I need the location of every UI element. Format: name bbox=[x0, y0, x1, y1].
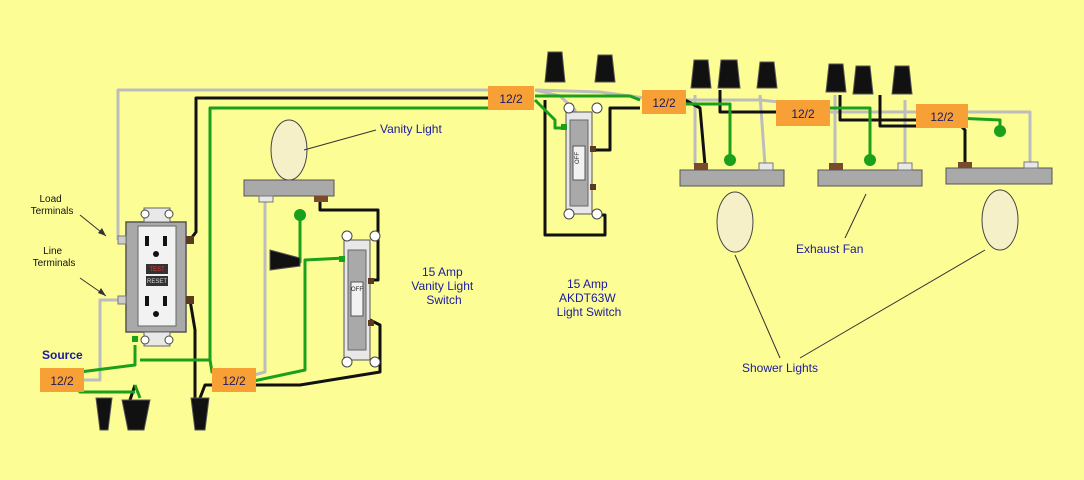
cable-tag: 12/2 bbox=[916, 104, 968, 128]
cable-tag: 12/2 bbox=[212, 368, 256, 392]
svg-text:12/2: 12/2 bbox=[50, 374, 74, 388]
akdt63w-switch-label: 15 Amp AKDT63W Light Switch bbox=[557, 277, 622, 319]
gfci-test-label: TEST bbox=[149, 267, 165, 273]
shower-light-fixture bbox=[679, 154, 785, 253]
wire-layer bbox=[73, 88, 1032, 401]
cable-tag: 12/2 bbox=[40, 368, 84, 392]
cable-tags: 12/2 12/2 12/2 12/2 12/2 12/2 bbox=[40, 86, 968, 392]
cable-tag: 12/2 bbox=[776, 100, 830, 126]
svg-text:12/2: 12/2 bbox=[499, 92, 523, 106]
source-label: Source bbox=[42, 348, 83, 362]
wire-nut bbox=[269, 249, 301, 271]
wire-nut bbox=[756, 61, 778, 89]
wire-nut bbox=[594, 54, 616, 83]
cable-tag: 12/2 bbox=[488, 86, 534, 110]
gfci-reset-label: RESET bbox=[147, 279, 167, 285]
wire-nut bbox=[852, 65, 874, 95]
exhaust-fan-label: Exhaust Fan bbox=[796, 242, 863, 256]
svg-text:12/2: 12/2 bbox=[791, 107, 815, 121]
wire-nut bbox=[825, 63, 847, 93]
green-wires bbox=[73, 94, 1002, 399]
line-terminals-label: Line Terminals bbox=[33, 246, 76, 269]
vanity-light-label: Vanity Light bbox=[380, 122, 442, 136]
vanity-switch-toggle-label: OFF bbox=[351, 287, 363, 293]
wire-nut bbox=[190, 397, 210, 431]
wire-nut bbox=[95, 397, 113, 431]
akdt63w-toggle-label: OFF bbox=[575, 152, 581, 164]
gfci-reset-button bbox=[146, 276, 168, 286]
cable-tag: 12/2 bbox=[642, 90, 686, 114]
gfci-test-button bbox=[146, 264, 168, 274]
labels: Load Terminals Line Terminals Source Van… bbox=[31, 122, 864, 375]
akdt63w-light-switch: OFF bbox=[561, 102, 603, 220]
svg-text:12/2: 12/2 bbox=[222, 374, 246, 388]
vanity-switch-label: 15 Amp Vanity Light Switch bbox=[411, 265, 476, 307]
shower-light-fixture bbox=[945, 125, 1053, 251]
wire-nuts bbox=[95, 51, 913, 431]
shower-lights-label: Shower Lights bbox=[742, 361, 818, 375]
wire-nut bbox=[891, 65, 913, 95]
black-wires bbox=[128, 90, 967, 401]
load-terminals-label: Load Terminals bbox=[31, 194, 74, 217]
svg-text:12/2: 12/2 bbox=[930, 110, 954, 124]
svg-text:12/2: 12/2 bbox=[652, 96, 676, 110]
wire-nut bbox=[717, 59, 741, 89]
leader-lines bbox=[79, 129, 986, 359]
gfci-receptacle: TEST RESET bbox=[117, 207, 194, 347]
wire-nut bbox=[544, 51, 566, 83]
exhaust-fan-fixture bbox=[817, 154, 923, 187]
vanity-light-fixture bbox=[243, 119, 335, 221]
arrow-heads bbox=[98, 228, 106, 296]
wire-nut bbox=[121, 399, 151, 431]
wire-nut bbox=[690, 59, 712, 89]
vanity-light-switch: OFF bbox=[339, 230, 381, 368]
